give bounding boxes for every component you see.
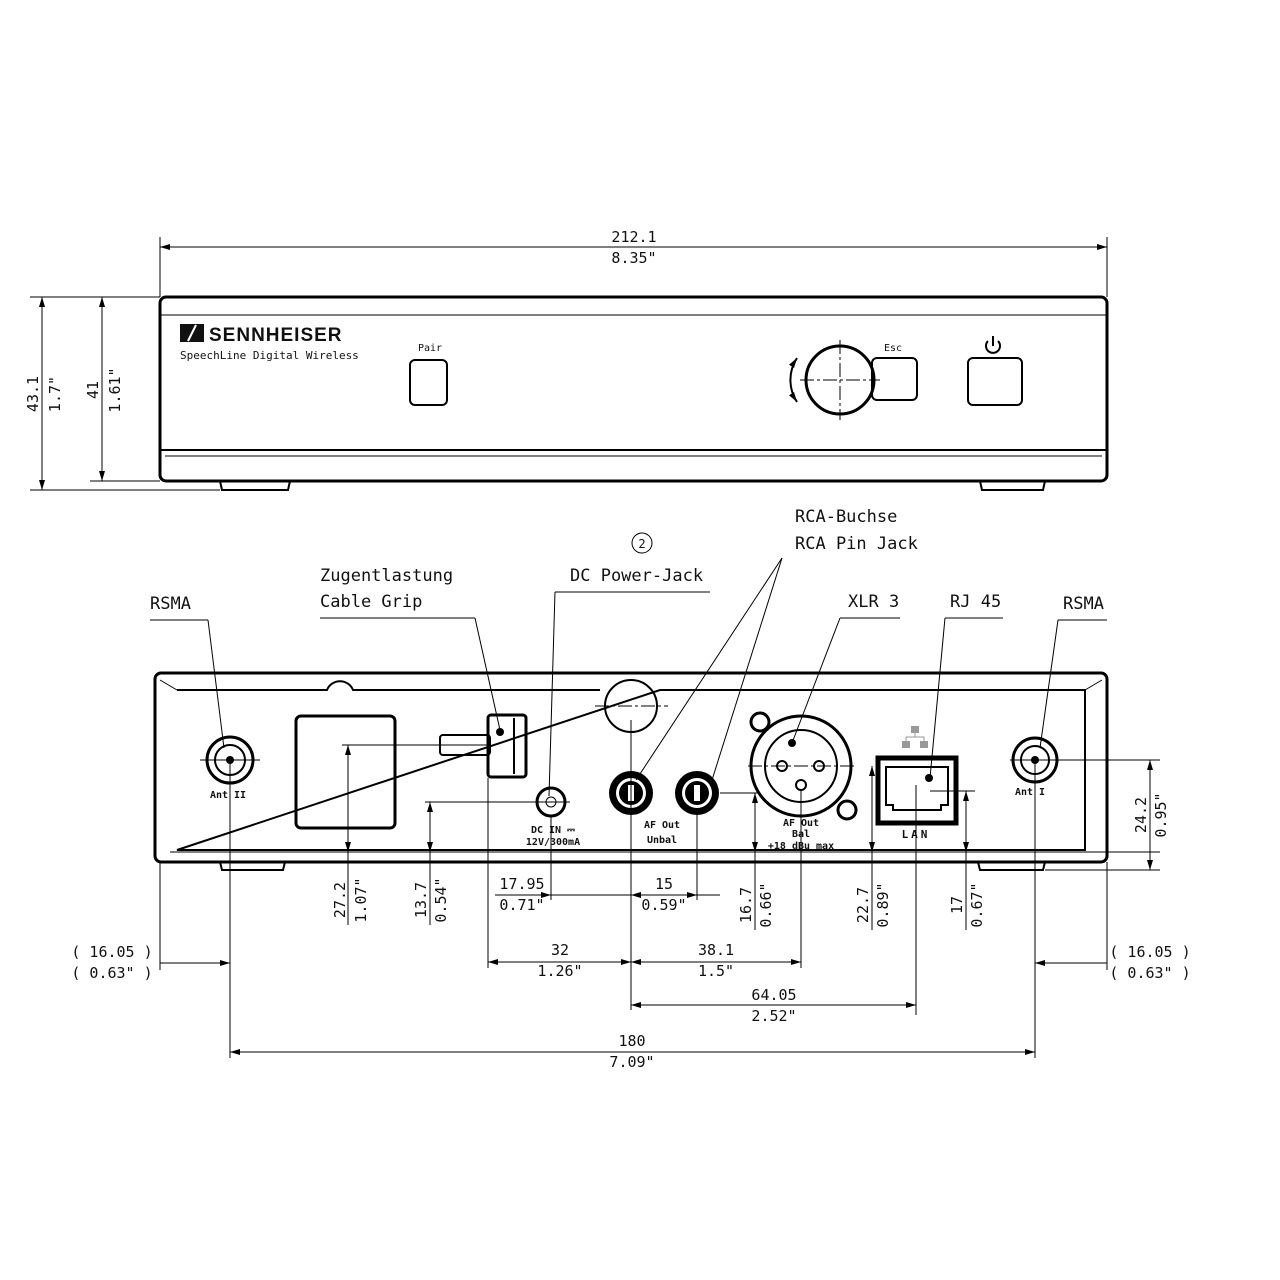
front-foot-right (979, 480, 1046, 491)
dim-right-offset-in: ( 0.63" ) (1109, 964, 1190, 982)
rj45-callout: RJ 45 (950, 592, 1001, 612)
dim-27-2-in: 1.07" (352, 877, 370, 922)
power-button[interactable] (967, 357, 1023, 406)
dim-17-95-mm: 17.95 (499, 875, 544, 893)
dim-24-2-mm: 24.2 (1132, 797, 1150, 833)
pair-button[interactable] (409, 359, 448, 406)
pair-label: Pair (418, 343, 442, 354)
height-total-in: 1.7" (46, 376, 64, 412)
ant2-label: Ant II (210, 790, 246, 801)
dim-17-mm: 17 (948, 896, 966, 914)
xlr-screw-top (749, 711, 771, 733)
height-body-in: 1.61" (106, 367, 124, 412)
dim-left-offset-in: ( 0.63" ) (71, 964, 152, 982)
width-in: 8.35" (611, 249, 656, 267)
dim-17-in: 0.67" (968, 882, 986, 927)
rsma-right-callout: RSMA (1063, 594, 1104, 614)
dim-64-05-mm: 64.05 (751, 986, 796, 1004)
power-icon (985, 336, 1001, 354)
dim-180-in: 7.09" (609, 1053, 654, 1071)
dc-rating-label: 12V/300mA (526, 837, 580, 848)
rear-panel (176, 680, 1086, 851)
dim-16-7-mm: 16.7 (737, 887, 755, 923)
rca-en-callout: RCA Pin Jack (795, 534, 918, 554)
brand-name: SENNHEISER (209, 325, 343, 346)
note-number: 2 (638, 537, 645, 551)
dc-jack (530, 786, 570, 818)
dim-13-7-in: 0.54" (432, 877, 450, 922)
dim-right-offset-mm: ( 16.05 ) (1109, 943, 1190, 961)
dim-27-2-mm: 27.2 (331, 882, 349, 918)
dim-17-95-in: 0.71" (499, 896, 544, 914)
dim-32-in: 1.26" (537, 962, 582, 980)
dim-38-1-mm: 38.1 (698, 941, 734, 959)
dc-in-label: DC IN ⎓ (531, 825, 575, 836)
af-unbal-label-1: AF Out (644, 820, 680, 831)
lan-label: LAN (902, 828, 931, 841)
rear-dimensions: 27.2 1.07" 13.7 0.54" 16.7 0.66" 22.7 0.… (71, 720, 1191, 1071)
dim-24-2-in: 0.95" (1152, 792, 1170, 837)
dim-15-mm: 15 (655, 875, 673, 893)
xlr-screw-bottom (836, 799, 858, 821)
ant1-label: Ant I (1015, 787, 1045, 798)
dc-jack-callout: DC Power-Jack (570, 566, 703, 586)
width-mm: 212.1 (611, 228, 656, 246)
dim-64-05-in: 2.52" (751, 1007, 796, 1025)
network-icon (902, 726, 928, 748)
sennheiser-logo: SENNHEISER (180, 324, 343, 346)
front-view: 212.1 8.35" 43.1 1.7" 41 1.61" SENNHEISE… (24, 228, 1109, 491)
af-unbal-label-2: Unbal (647, 835, 677, 846)
xlr-callout: XLR 3 (848, 592, 899, 612)
dim-32-mm: 32 (551, 941, 569, 959)
cable-grip-en-callout: Cable Grip (320, 592, 422, 612)
dim-38-1-in: 1.5" (698, 962, 734, 980)
cable-grip (439, 713, 528, 779)
front-foot-left (219, 480, 291, 491)
height-total-mm: 43.1 (24, 376, 42, 412)
rear-view: Ant II DC IN ⎓ 12V/300mA AF Out Unbal (153, 671, 1160, 871)
model-name: SpeechLine Digital Wireless (180, 349, 359, 362)
dim-15-in: 0.59" (641, 896, 686, 914)
dim-22-7-in: 0.89" (874, 882, 892, 927)
dim-13-7-mm: 13.7 (412, 882, 430, 918)
dim-180-mm: 180 (618, 1032, 645, 1050)
dim-22-7-mm: 22.7 (854, 887, 872, 923)
callouts: RSMA Zugentlastung Cable Grip 2 DC Power… (150, 507, 1107, 797)
front-chassis (158, 295, 1109, 483)
jog-wheel[interactable] (788, 340, 880, 420)
esc-button[interactable] (871, 357, 918, 401)
dim-16-7-in: 0.66" (757, 882, 775, 927)
esc-label: Esc (884, 343, 902, 354)
dim-left-offset-mm: ( 16.05 ) (71, 943, 152, 961)
rca-de-callout: RCA-Buchse (795, 507, 897, 527)
label-area (294, 714, 397, 830)
height-body-mm: 41 (84, 381, 102, 399)
rca-jack-2 (675, 771, 719, 815)
cable-grip-de-callout: Zugentlastung (320, 566, 453, 586)
rsma-left-callout: RSMA (150, 594, 191, 614)
